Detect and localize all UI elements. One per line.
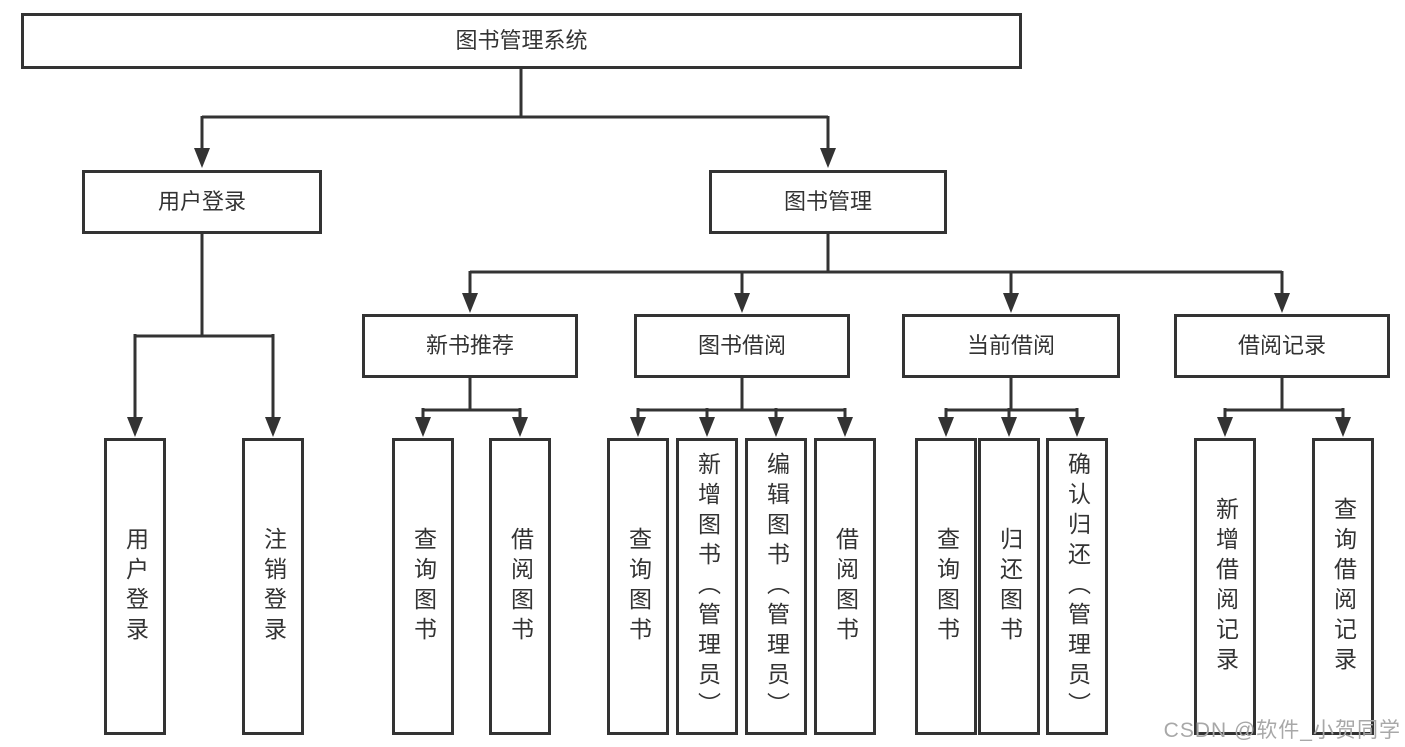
leaf-query-borrow-record: 查询借阅记录 [1312, 438, 1374, 735]
leaf-edit-books-admin: 编辑图书（管理员） [745, 438, 807, 735]
node-label: 借阅记录 [1237, 332, 1326, 358]
node-new-book-recommendation: 新书推荐 [362, 314, 578, 378]
node-label: 查询图书 [933, 526, 960, 647]
leaf-borrow-books: 借阅图书 [814, 438, 876, 735]
node-current-borrowing: 当前借阅 [902, 314, 1120, 378]
node-label: 用户登录 [157, 188, 246, 214]
node-book-management: 图书管理 [709, 170, 947, 234]
node-library-management-system: 图书管理系统 [21, 13, 1022, 69]
node-label: 确认归还（管理员） [1064, 451, 1091, 722]
leaf-user-login: 用户登录 [104, 438, 166, 735]
connector-lines [133, 69, 1345, 419]
node-label: 新书推荐 [425, 332, 514, 358]
leaf-add-books-admin: 新增图书（管理员） [676, 438, 738, 735]
node-label: 编辑图书（管理员） [763, 451, 790, 722]
leaf-add-borrow-record: 新增借阅记录 [1194, 438, 1256, 735]
leaf-borrow-books-recommend: 借阅图书 [489, 438, 551, 735]
watermark-text: CSDN @软件_小贺同学 [1163, 719, 1401, 742]
node-label: 新增借阅记录 [1212, 496, 1239, 677]
node-label: 新增图书（管理员） [694, 451, 721, 722]
leaf-query-books-current: 查询图书 [915, 438, 977, 735]
node-user-login: 用户登录 [82, 170, 322, 234]
node-label: 用户登录 [122, 526, 149, 647]
leaf-logout-login: 注销登录 [242, 438, 304, 735]
leaf-query-books-borrow: 查询图书 [607, 438, 669, 735]
leaf-confirm-return-admin: 确认归还（管理员） [1046, 438, 1108, 735]
node-label: 借阅图书 [507, 526, 534, 647]
node-book-borrowing: 图书借阅 [634, 314, 850, 378]
node-label: 归还图书 [996, 526, 1023, 647]
node-label: 借阅图书 [832, 526, 859, 647]
node-label: 当前借阅 [966, 332, 1055, 358]
node-label: 图书管理 [783, 188, 872, 214]
node-label: 查询借阅记录 [1330, 496, 1357, 677]
node-borrowing-records: 借阅记录 [1174, 314, 1390, 378]
node-label: 图书管理系统 [455, 27, 588, 53]
node-label: 查询图书 [625, 526, 652, 647]
node-label: 查询图书 [410, 526, 437, 647]
leaf-query-books-recommend: 查询图书 [392, 438, 454, 735]
leaf-return-books: 归还图书 [978, 438, 1040, 735]
node-label: 图书借阅 [697, 332, 786, 358]
node-label: 注销登录 [260, 526, 287, 647]
